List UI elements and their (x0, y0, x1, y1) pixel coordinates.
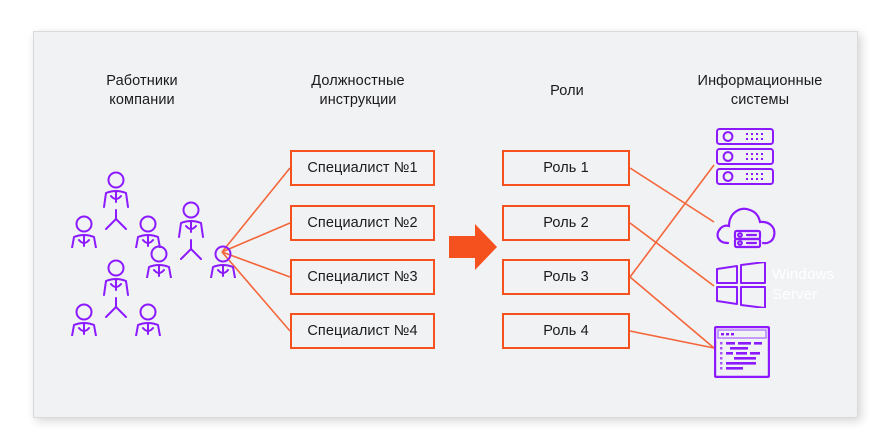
job-description-box-1[interactable]: Специалист №1 (290, 150, 435, 186)
employee-group-3 (71, 259, 161, 336)
column-title-job-descriptions: Должностные инструкции (311, 73, 405, 108)
windows-logo-icon (716, 262, 766, 308)
server-stack-icon (716, 128, 774, 185)
role-box-4[interactable]: Роль 4 (502, 313, 630, 349)
column-title-employees: Работники компании (106, 73, 178, 108)
job-description-box-3[interactable]: Специалист №3 (290, 259, 435, 295)
role-box-2[interactable]: Роль 2 (502, 205, 630, 241)
job-description-box-2[interactable]: Специалист №2 (290, 205, 435, 241)
role-box-1[interactable]: Роль 1 (502, 150, 630, 186)
column-title-information-systems: Информационные системы (697, 73, 823, 108)
role-box-3[interactable]: Роль 3 (502, 259, 630, 295)
cloud-server-icon (716, 207, 776, 249)
employee-group-2 (146, 201, 236, 278)
right-arrow-icon (449, 224, 497, 270)
windows-server-label: Windows Server (772, 266, 835, 303)
job-description-box-4[interactable]: Специалист №4 (290, 313, 435, 349)
employee-group-1 (71, 171, 161, 248)
column-title-roles: Роли (550, 83, 584, 99)
code-window-icon (714, 326, 770, 378)
